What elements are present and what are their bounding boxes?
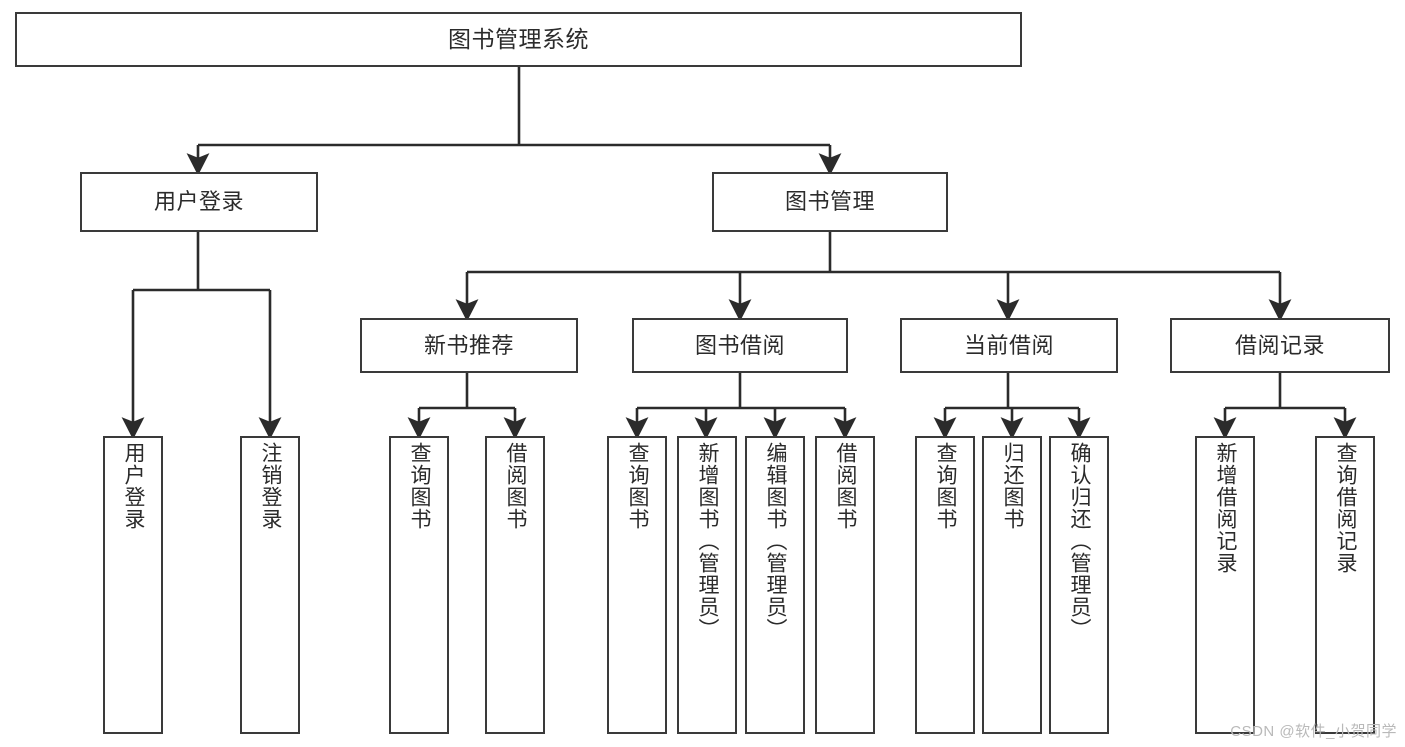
node-label: 新增借阅记录 [1214, 442, 1238, 574]
leaf-logout-login[interactable]: 注销登录 [240, 436, 300, 734]
node-label: 查询图书 [408, 442, 432, 530]
node-label: 新增图书（管理员） [696, 442, 720, 640]
leaf-borrow-book-recommend[interactable]: 借阅图书 [485, 436, 545, 734]
node-user-login[interactable]: 用户登录 [80, 172, 318, 232]
node-book-borrow[interactable]: 图书借阅 [632, 318, 848, 373]
node-label: 图书管理系统 [448, 25, 589, 52]
node-book-management[interactable]: 图书管理 [712, 172, 948, 232]
node-label: 新书推荐 [423, 332, 514, 358]
node-label: 用户登录 [153, 189, 244, 215]
csdn-watermark: CSDN @软件_小贺同学 [1230, 723, 1397, 740]
leaf-query-book-current[interactable]: 查询图书 [915, 436, 975, 734]
node-label: 归还图书 [1001, 442, 1025, 530]
leaf-edit-book-admin[interactable]: 编辑图书（管理员） [745, 436, 805, 734]
leaf-query-book-recommend[interactable]: 查询图书 [389, 436, 449, 734]
leaf-query-borrow-record[interactable]: 查询借阅记录 [1315, 436, 1375, 734]
node-borrow-record[interactable]: 借阅记录 [1170, 318, 1390, 373]
node-label: 当前借阅 [963, 332, 1054, 358]
node-label: 注销登录 [259, 442, 283, 530]
node-label: 查询图书 [626, 442, 650, 530]
node-label: 借阅图书 [504, 442, 528, 530]
leaf-query-book-borrow[interactable]: 查询图书 [607, 436, 667, 734]
leaf-add-borrow-record[interactable]: 新增借阅记录 [1195, 436, 1255, 734]
node-label: 用户登录 [122, 442, 146, 530]
leaf-add-book-admin[interactable]: 新增图书（管理员） [677, 436, 737, 734]
leaf-return-book[interactable]: 归还图书 [982, 436, 1042, 734]
leaf-confirm-return-admin[interactable]: 确认归还（管理员） [1049, 436, 1109, 734]
node-label: 查询借阅记录 [1334, 442, 1358, 574]
node-label: 借阅记录 [1234, 332, 1325, 358]
node-label: 查询图书 [934, 442, 958, 530]
node-label: 图书借阅 [694, 332, 785, 358]
node-root-book-management-system[interactable]: 图书管理系统 [15, 12, 1022, 67]
node-label: 编辑图书（管理员） [764, 442, 788, 640]
node-label: 确认归还（管理员） [1068, 442, 1092, 640]
leaf-borrow-book[interactable]: 借阅图书 [815, 436, 875, 734]
node-new-book-recommend[interactable]: 新书推荐 [360, 318, 578, 373]
leaf-user-login[interactable]: 用户登录 [103, 436, 163, 734]
node-label: 借阅图书 [834, 442, 858, 530]
node-current-borrow[interactable]: 当前借阅 [900, 318, 1118, 373]
node-label: 图书管理 [784, 189, 875, 215]
